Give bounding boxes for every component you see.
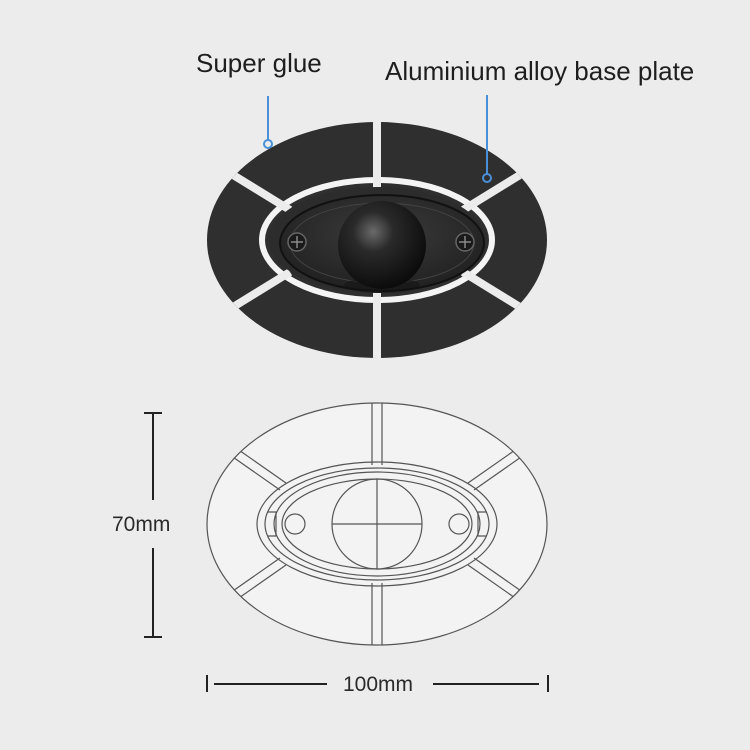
width-dimension-label: 100mm [343, 673, 414, 696]
ball-mount [338, 201, 426, 293]
screw-left-icon [287, 232, 307, 252]
screw-right-icon [455, 232, 475, 252]
height-dimension-label: 70mm [112, 513, 171, 536]
super-glue-label: Super glue [196, 48, 322, 78]
outline-drawing [206, 402, 548, 646]
base-plate-label: Aluminium alloy base plate [385, 56, 695, 86]
width-dimension-line [206, 675, 549, 692]
callout-super-glue [263, 96, 273, 149]
callout-base-plate [482, 95, 492, 183]
height-dimension-line [144, 412, 162, 638]
